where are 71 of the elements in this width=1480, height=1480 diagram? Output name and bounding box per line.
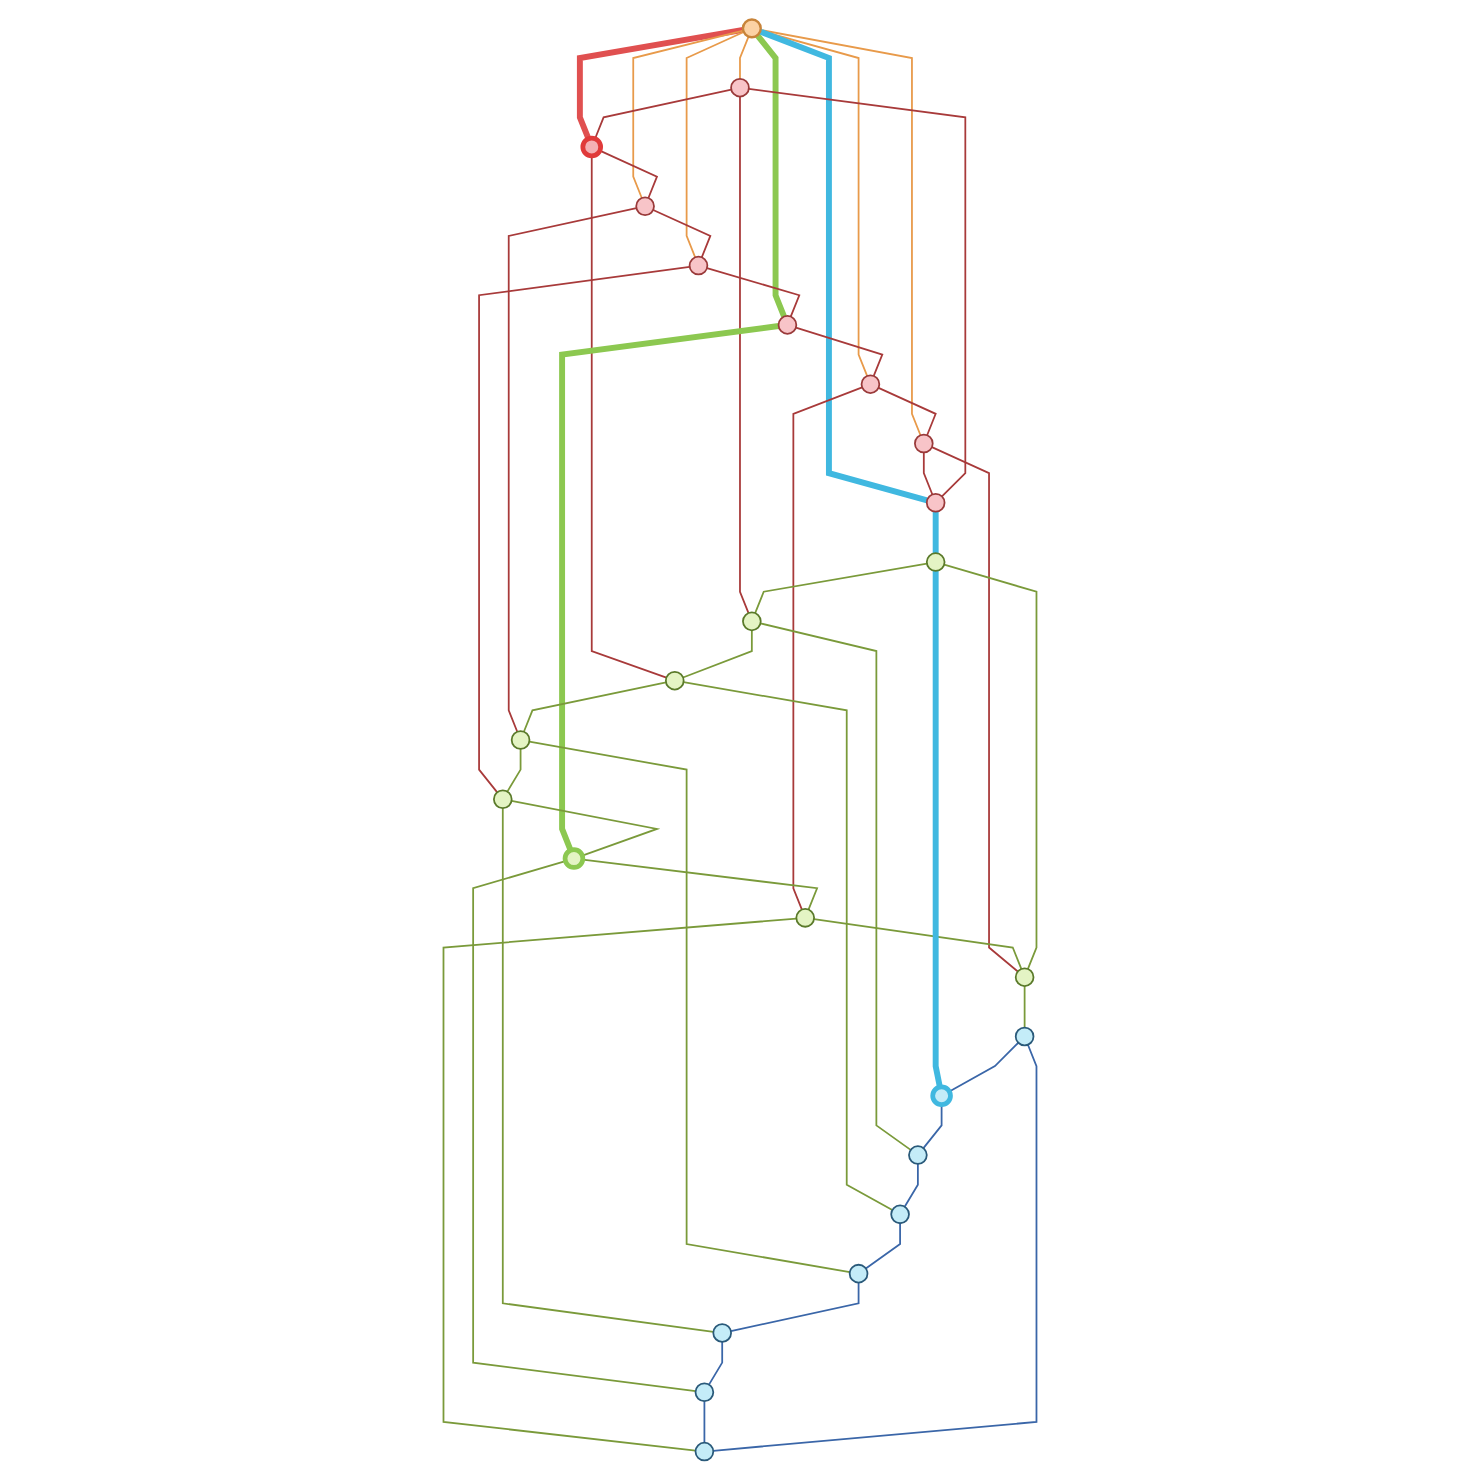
connector — [712, 1043, 1038, 1452]
connector — [922, 451, 934, 496]
connector — [754, 562, 928, 615]
connector — [685, 31, 745, 259]
connector — [506, 748, 522, 793]
node-circle — [562, 847, 586, 870]
node-circle — [688, 255, 709, 276]
node-circle — [635, 196, 655, 217]
node-circle — [925, 552, 946, 572]
connector — [703, 1400, 706, 1444]
connector — [598, 149, 659, 199]
node-circle — [908, 1145, 928, 1165]
connector — [755, 33, 787, 318]
node-circle — [914, 433, 934, 454]
connector — [501, 807, 715, 1333]
connector — [795, 326, 884, 377]
node-circle — [580, 135, 603, 159]
node-circle — [925, 493, 946, 513]
connector — [528, 740, 851, 1274]
connector — [864, 1222, 901, 1270]
connector — [759, 622, 912, 1151]
connector — [931, 446, 1019, 973]
node-circle — [1014, 1026, 1035, 1047]
node-circle — [1014, 967, 1035, 987]
connector — [943, 563, 1038, 970]
node-circle — [664, 670, 685, 691]
connector — [932, 571, 943, 1088]
node-circle — [694, 1441, 715, 1462]
node-circle — [795, 908, 815, 928]
node-circle — [730, 77, 750, 98]
node-circle — [493, 789, 513, 810]
connector — [730, 1281, 860, 1332]
node-circle — [510, 730, 531, 750]
connector — [877, 387, 937, 437]
connector — [813, 918, 1023, 970]
connector — [1023, 985, 1026, 1029]
connector — [594, 88, 733, 140]
connector — [581, 858, 819, 911]
connector — [510, 800, 661, 857]
connector — [576, 27, 744, 140]
connector — [559, 323, 779, 852]
connector — [523, 681, 667, 733]
node-circle — [777, 315, 798, 335]
connector — [442, 917, 798, 1452]
node-circle — [694, 1382, 715, 1403]
connector — [652, 209, 712, 259]
node-circle — [742, 611, 762, 632]
connector — [507, 207, 638, 733]
connector — [922, 1103, 943, 1150]
connector — [682, 629, 753, 679]
connector — [590, 155, 668, 679]
connector — [706, 267, 801, 318]
connector — [708, 1341, 724, 1386]
connector — [747, 88, 967, 498]
node-circle — [890, 1204, 910, 1225]
connector — [472, 860, 697, 1393]
node-circle — [930, 1084, 953, 1108]
connector — [759, 28, 928, 504]
node-circle — [741, 18, 762, 39]
connector — [632, 29, 745, 199]
connector — [903, 1163, 919, 1208]
connector — [948, 1041, 1020, 1093]
connector — [932, 511, 939, 554]
connector — [739, 95, 750, 615]
node-circle — [860, 374, 881, 394]
connector — [792, 386, 864, 911]
connector — [478, 265, 691, 794]
connector — [682, 681, 894, 1211]
connector — [739, 35, 750, 80]
node-circle — [712, 1323, 732, 1343]
node-circle — [848, 1263, 869, 1284]
